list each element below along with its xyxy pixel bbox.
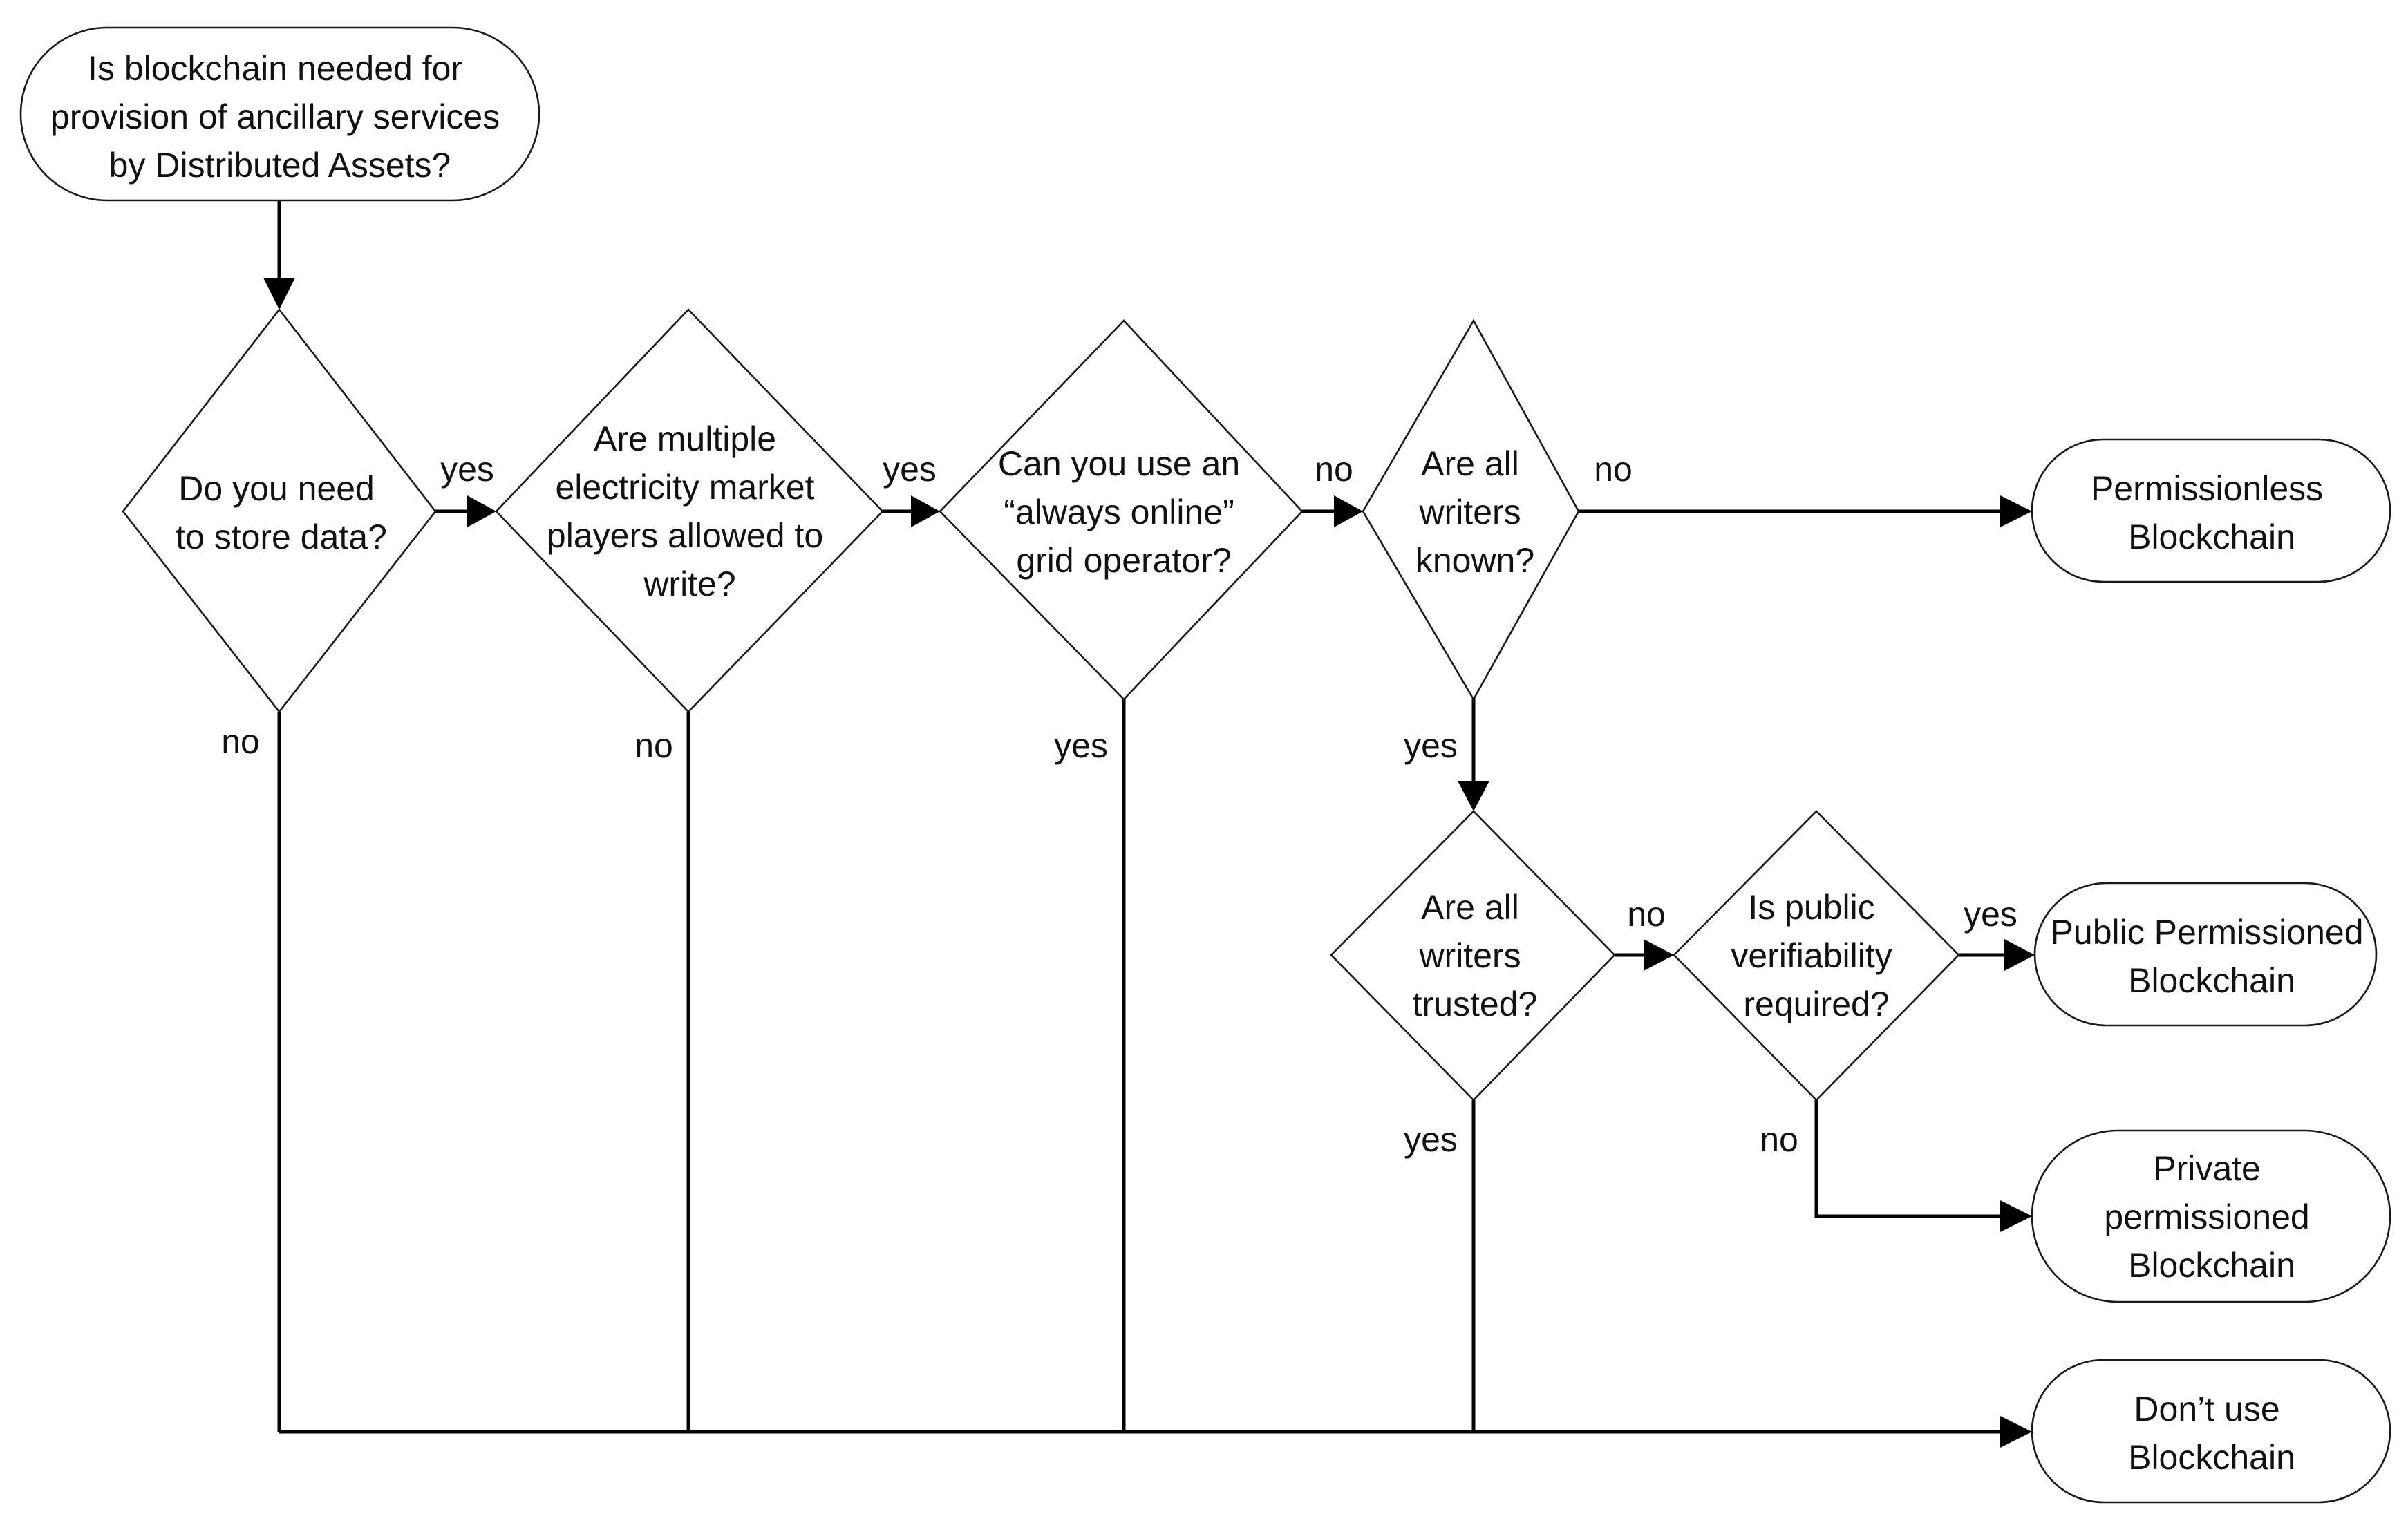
arrow-d6-t2 [2004, 939, 2035, 971]
start-node [19, 26, 540, 202]
decision-multiple-players-label: Are multiple electricity market players … [547, 419, 833, 603]
edge-label-d2-no: no [634, 726, 673, 765]
edge-labels: yes no yes no no yes no yes no yes yes n… [221, 450, 2017, 1159]
arrow-d5-d6 [1644, 939, 1674, 971]
edge-label-d4-yes: yes [1404, 726, 1458, 765]
edge-label-d6-yes: yes [1964, 895, 2017, 934]
decision-public-verifiability-label: Is public verifiability required? [1731, 888, 1901, 1023]
decision-public-verifiability [1673, 810, 1960, 1101]
node-labels: Is blockchain needed for provision of an… [50, 49, 2373, 1477]
result-public-permissioned [2033, 882, 2378, 1027]
decision-writers-trusted-label: Are all writers trusted? [1413, 888, 1538, 1023]
decision-writers-known [1362, 319, 1580, 701]
edge-label-d6-no: no [1760, 1120, 1798, 1159]
arrow-d4-t1 [2000, 495, 2032, 527]
connectors [263, 200, 2035, 1448]
decision-writers-trusted [1330, 810, 1616, 1101]
arrow-d4-d5 [1458, 781, 1489, 811]
shapes [19, 26, 2391, 1504]
edge-label-d3-no: no [1315, 450, 1353, 489]
edge-label-d1-yes: yes [440, 450, 494, 489]
arrow-d1-d2 [467, 495, 496, 527]
decision-grid-operator [939, 319, 1304, 701]
result-private-permissioned-label: Private permissioned Blockchain [2104, 1149, 2319, 1285]
arrow-d6-t3 [2000, 1200, 2032, 1232]
result-dont-use [2031, 1359, 2391, 1504]
arrow-d3-d4 [1334, 495, 1363, 527]
decision-store-data-label: Do you need to store data? [176, 469, 387, 556]
arrow-d2-d3 [911, 495, 940, 527]
result-permissionless [2031, 438, 2391, 583]
result-permissionless-label: Permissionless Blockchain [2091, 469, 2333, 556]
edge-label-d5-no: no [1627, 895, 1666, 934]
result-private-permissioned [2031, 1129, 2391, 1303]
arrow-bus-t4 [2000, 1416, 2032, 1448]
decision-grid-operator-label: Can you use an “always online” grid oper… [998, 444, 1250, 580]
decision-multiple-players [495, 308, 884, 713]
edge-d6-t3 [1814, 1100, 2000, 1218]
edge-label-d3-yes: yes [1054, 726, 1108, 765]
decision-writers-known-label: Are all writers known? [1415, 444, 1534, 580]
result-dont-use-label: Don’t use Blockchain [2128, 1390, 2295, 1477]
start-node-label: Is blockchain needed for provision of an… [50, 49, 509, 185]
edge-label-d2-yes: yes [883, 450, 937, 489]
result-public-permissioned-label: Public Permissioned Blockchain [2051, 913, 2373, 1000]
decision-store-data [122, 308, 437, 714]
arrow-start-d1 [263, 278, 295, 310]
edge-label-d5-yes: yes [1404, 1120, 1458, 1159]
edge-label-d4-no: no [1594, 450, 1633, 489]
edge-label-d1-no: no [221, 722, 260, 761]
